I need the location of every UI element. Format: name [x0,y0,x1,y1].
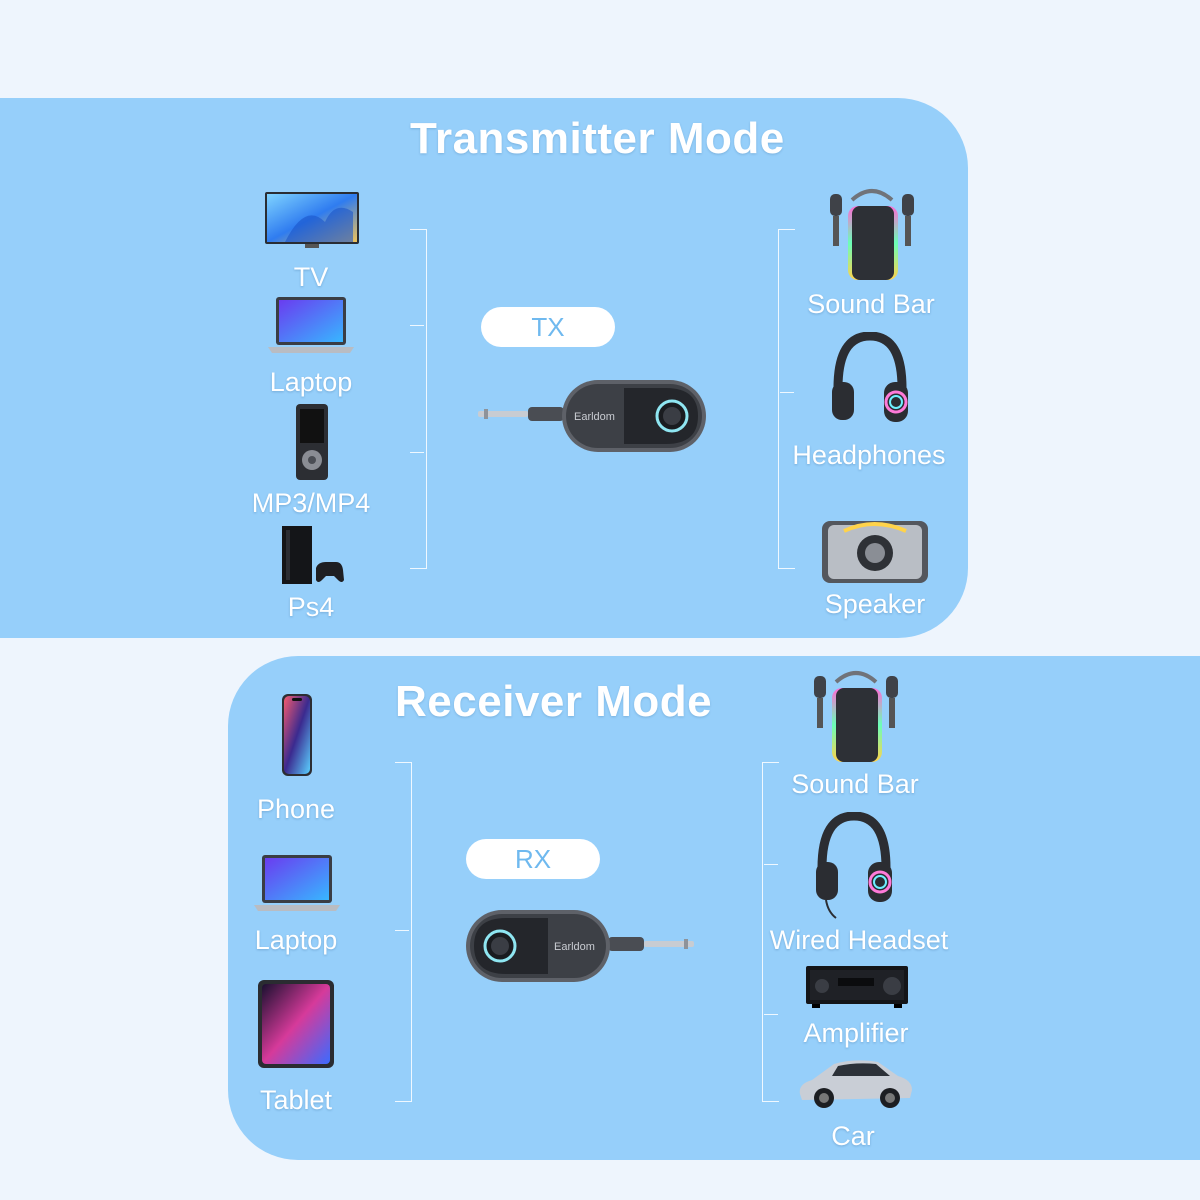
amplifier-icon [806,966,908,1008]
tx-source-bracket-tick [410,325,424,326]
receiver-mode-title: Receiver Mode [395,677,713,726]
mp3-player-icon [296,404,328,480]
receiver-mode-panel [228,656,1200,1160]
tx-output-label-sound-bar: Sound Bar [807,289,935,319]
rx-source-label-phone: Phone [256,794,336,824]
transmitter-mode-title: Transmitter Mode [410,114,785,163]
tx-output-bracket [778,229,795,569]
rx-source-bracket [395,762,412,1102]
tablet-icon [258,980,334,1068]
sound-bar-icon [814,671,898,762]
tx-badge: TX [481,307,615,347]
rx-output-bracket-tick [764,1014,778,1015]
phone-icon [282,694,312,776]
tx-output-label-speaker: Speaker [824,589,926,619]
rx-output-label-sound-bar: Sound Bar [791,769,919,799]
rx-source-bracket-tick [395,930,409,931]
tx-output-label-headphones: Headphones [792,440,946,470]
rx-output-label-wired-headset: Wired Headset [769,925,949,955]
transmitter-device-icon: Earldom [478,380,706,452]
game-console-icon [282,526,344,584]
tx-source-label-mp3: MP3/MP4 [251,488,371,518]
rx-output-bracket [762,762,779,1102]
rx-output-label-car: Car [831,1121,875,1151]
tx-output-bracket-tick [780,392,794,393]
laptop-icon [254,855,340,911]
tx-source-bracket [410,229,427,569]
sound-bar-icon [830,189,914,280]
rx-badge: RX [466,839,600,879]
wired-headset-icon [816,812,892,919]
receiver-device-icon: Earldom [466,910,694,982]
transmitter-mode-panel [0,98,968,638]
rx-source-label-tablet: Tablet [259,1085,333,1115]
rx-source-label-laptop: Laptop [254,925,338,955]
tv-icon [265,192,359,248]
tx-source-label-ps4: Ps4 [287,592,335,622]
tx-source-label-tv: TV [293,262,329,292]
tx-device-brand: Earldom [574,411,615,423]
rx-device-brand: Earldom [554,941,595,953]
tx-source-label-laptop: Laptop [269,367,353,397]
rx-output-bracket-tick [764,864,778,865]
rx-output-label-amplifier: Amplifier [803,1018,909,1048]
laptop-icon [268,297,354,353]
headphones-icon [832,332,908,422]
tx-source-bracket-tick [410,452,424,453]
car-icon [799,1060,912,1108]
speaker-icon [822,521,928,583]
